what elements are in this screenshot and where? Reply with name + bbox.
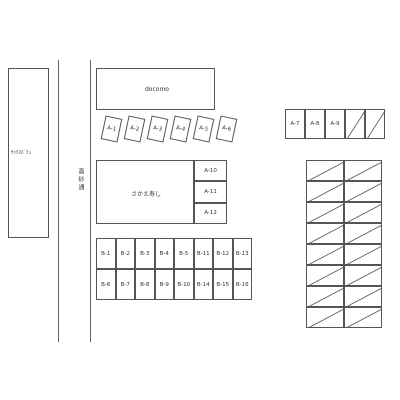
sushi-label: さかえ寿し [131, 191, 162, 198]
parking-slot-b-13[interactable]: B-13 [232, 238, 252, 269]
sushi-building: さかえ寿し [96, 160, 194, 224]
parking-slot-hatched [344, 265, 383, 287]
parking-slot-a-5[interactable]: A-5 [192, 115, 215, 143]
parking-slot-b-6[interactable]: B-6 [96, 269, 116, 300]
parking-slot-a-3[interactable]: A-3 [146, 115, 169, 143]
convenience-store-building: ｻｯｸｽﾊﾞﾘｭ [8, 68, 49, 238]
convenience-store-label: ｻｯｸｽﾊﾞﾘｭ [11, 150, 32, 156]
parking-slot-hatched [306, 202, 345, 224]
parking-slot-hatched [306, 181, 345, 203]
parking-slot-b-4[interactable]: B-4 [154, 238, 174, 269]
parking-slot-a-12[interactable]: A-12 [194, 202, 227, 224]
parking-slot-hatched [344, 160, 383, 182]
parking-slot-hatched [345, 109, 366, 140]
road-edge-left [58, 60, 59, 342]
parking-slot-hatched [344, 181, 383, 203]
parking-slot-b-7[interactable]: B-7 [115, 269, 135, 300]
parking-slot-hatched [344, 202, 383, 224]
parking-slot-hatched [306, 244, 345, 266]
parking-slot-a-2[interactable]: A-2 [123, 115, 146, 143]
parking-slot-b-14[interactable]: B-14 [193, 269, 213, 300]
road-label: 高砂通 [77, 168, 84, 192]
parking-slot-a-11[interactable]: A-11 [194, 181, 227, 203]
docomo-label: docomo [145, 86, 169, 93]
parking-slot-hatched [306, 286, 345, 308]
parking-slot-hatched [306, 265, 345, 287]
parking-slot-a-7[interactable]: A-7 [285, 109, 305, 139]
parking-slot-a-10[interactable]: A-10 [194, 160, 227, 182]
parking-slot-b-15[interactable]: B-15 [213, 269, 233, 300]
parking-slot-a-4[interactable]: A-4 [169, 115, 192, 143]
road-edge-right [90, 60, 91, 342]
docomo-building: docomo [96, 68, 215, 110]
parking-slot-b-9[interactable]: B-9 [154, 269, 174, 300]
parking-slot-hatched [306, 307, 345, 329]
parking-slot-hatched [306, 223, 345, 245]
parking-slot-hatched [344, 244, 383, 266]
parking-slot-a-8[interactable]: A-8 [305, 109, 325, 139]
parking-slot-a-1[interactable]: A-1 [100, 115, 123, 143]
parking-slot-a-6[interactable]: A-6 [215, 115, 238, 143]
parking-slot-hatched [306, 160, 345, 182]
parking-slot-b-2[interactable]: B-2 [115, 238, 135, 269]
parking-slot-b-11[interactable]: B-11 [193, 238, 213, 269]
parking-slot-b-1[interactable]: B-1 [96, 238, 116, 269]
parking-slot-hatched [365, 109, 386, 140]
parking-slot-hatched [344, 307, 383, 329]
parking-slot-b-16[interactable]: B-16 [232, 269, 252, 300]
parking-slot-b-12[interactable]: B-12 [213, 238, 233, 269]
parking-slot-a-9[interactable]: A-9 [325, 109, 345, 139]
parking-slot-b-3[interactable]: B-3 [135, 238, 155, 269]
parking-slot-hatched [344, 223, 383, 245]
parking-slot-hatched [344, 286, 383, 308]
parking-slot-b-8[interactable]: B-8 [135, 269, 155, 300]
parking-slot-b-10[interactable]: B-10 [174, 269, 194, 300]
parking-slot-b-5[interactable]: B-5 [174, 238, 194, 269]
